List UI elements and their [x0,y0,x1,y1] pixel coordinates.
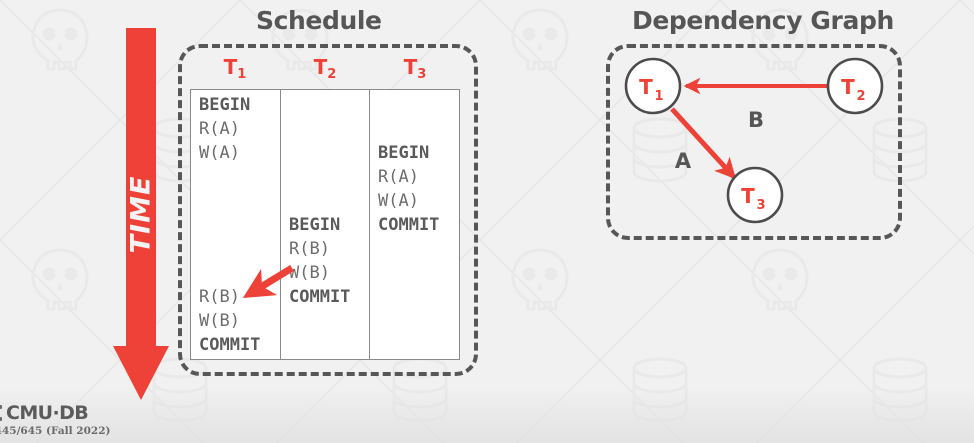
time-axis-arrow [113,28,169,400]
schedule-header-t1-text: T [223,55,238,79]
schedule-table: BEGIN R(A) W(A) R(B) W(B) COMMIT BEGIN R(B) W(B… [190,89,460,360]
schedule-header-t3-sub: 3 [417,67,427,82]
cmudb-logo-icon [0,405,2,421]
dependency-graph-dashed-panel [606,44,902,240]
schedule-op: R(A) [199,119,240,139]
graph-edge-label-b: B [748,108,764,132]
dependency-graph-canvas: T 1 T 2 T 3 B A [624,57,884,224]
svg-text:T: T [841,75,855,99]
schedule-header-t2-text: T [313,55,328,79]
schedule-column-t2: BEGIN R(B) W(B) COMMIT [280,90,369,359]
graph-node-t2: T 2 [826,57,884,115]
graph-edge-t1-t3 [670,107,737,180]
schedule-op: R(B) [199,287,240,307]
schedule-op: W(A) [199,143,240,163]
svg-text:1: 1 [654,89,663,104]
schedule-title: Schedule [256,6,382,35]
schedule-op: W(B) [199,311,240,331]
schedule-header-t3: T3 [370,55,460,87]
schedule-column-headers: T1 T2 T3 [190,55,460,87]
schedule-op: W(A) [378,191,419,211]
schedule-op: BEGIN [289,215,341,235]
schedule-header-t2-sub: 2 [327,67,337,82]
svg-text:3: 3 [756,198,765,213]
schedule-header-t1-sub: 1 [237,67,247,82]
schedule-op: COMMIT [378,215,440,235]
graph-edge-label-a: A [675,149,692,173]
schedule-op: COMMIT [289,287,351,307]
graph-node-t3: T 3 [726,166,784,224]
schedule-header-t2: T2 [280,55,370,87]
course-label: 5-445/645 (Fall 2022) [0,425,111,437]
svg-text:2: 2 [856,89,865,104]
schedule-op: R(B) [289,239,330,259]
schedule-op: BEGIN [378,143,430,163]
schedule-header-t1: T1 [190,55,280,87]
schedule-dashed-panel [178,44,478,376]
schedule-header-t3-text: T [403,55,418,79]
schedule-column-t3: BEGIN R(A) W(A) COMMIT [369,90,458,359]
schedule-op: R(A) [378,167,419,187]
graph-node-t1: T 1 [624,57,682,115]
footer-logo: CMU·DB 5-445/645 (Fall 2022) [0,402,192,437]
svg-text:T: T [639,75,653,99]
schedule-column-t1: BEGIN R(A) W(A) R(B) W(B) COMMIT [191,90,280,359]
schedule-op: BEGIN [199,95,251,115]
schedule-op: W(B) [289,263,330,283]
dependency-graph-title: Dependency Graph [632,6,894,35]
schedule-op: COMMIT [199,335,261,355]
cmudb-logo-text: CMU·DB [6,402,89,424]
svg-text:T: T [741,184,755,208]
